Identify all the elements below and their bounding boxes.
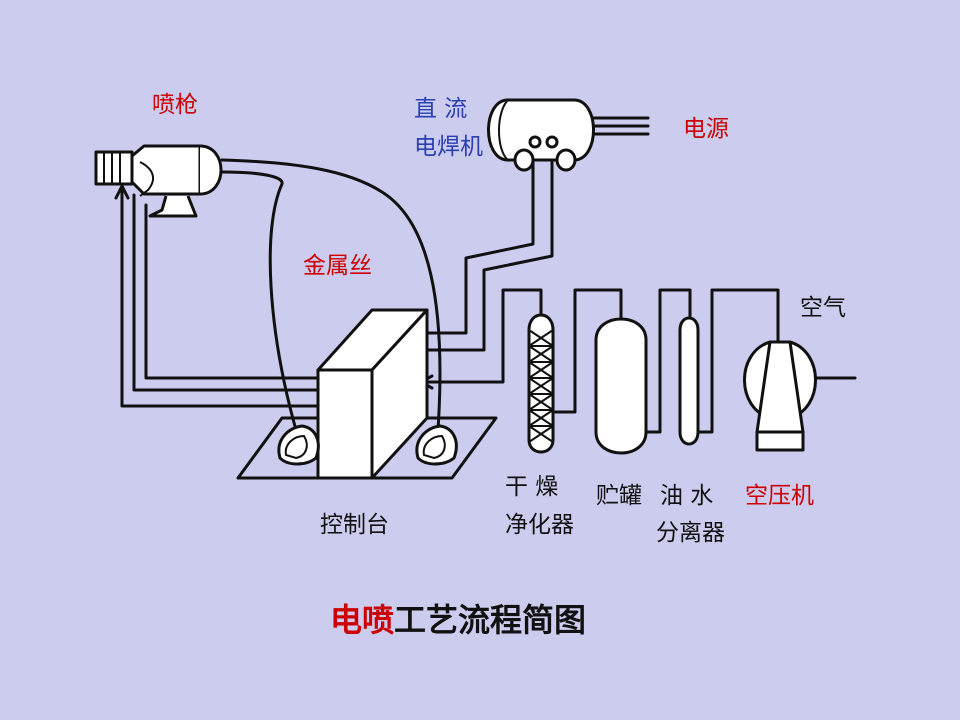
label-air: 空气 bbox=[800, 295, 846, 321]
diagram-title: 电喷工艺流程简图 bbox=[330, 604, 586, 636]
label-separator-line2: 分离器 bbox=[656, 520, 725, 546]
label-dryer-line2: 净化器 bbox=[505, 512, 574, 538]
label-power: 电源 bbox=[683, 116, 729, 142]
gun-line-inner bbox=[144, 203, 320, 380]
gun-line-outer bbox=[120, 188, 320, 408]
label-tank: 贮罐 bbox=[596, 483, 642, 509]
label-dryer-line1: 干 燥 bbox=[505, 474, 559, 500]
gun-line-arrow bbox=[114, 184, 130, 200]
wire-left bbox=[220, 170, 298, 432]
label-dc-welder-line2: 电焊机 bbox=[414, 134, 483, 160]
title-highlight: 电喷 bbox=[330, 601, 395, 639]
label-spray-gun: 喷枪 bbox=[152, 92, 198, 118]
air-compressor bbox=[743, 340, 817, 452]
pipe-separator-to-compressor bbox=[693, 288, 780, 434]
label-console: 控制台 bbox=[320, 512, 389, 538]
welder-cable-2 bbox=[423, 145, 554, 352]
pipe-tank-to-separator bbox=[644, 288, 692, 434]
console-front bbox=[316, 368, 374, 480]
dc-welder bbox=[487, 98, 595, 172]
oil-water-separator bbox=[678, 316, 700, 446]
label-compressor: 空压机 bbox=[745, 483, 814, 509]
welder-cable-1 bbox=[423, 145, 535, 335]
spray-gun bbox=[94, 144, 223, 218]
label-wire: 金属丝 bbox=[303, 253, 372, 279]
label-separator-line1: 油 水 bbox=[660, 483, 714, 509]
title-rest: 工艺流程简图 bbox=[394, 601, 587, 639]
wire-spool-left bbox=[277, 424, 320, 466]
wire-spool-right bbox=[415, 424, 458, 466]
dryer-purifier bbox=[527, 313, 555, 454]
pipe-air-to-console bbox=[423, 288, 543, 384]
wire-right bbox=[220, 158, 442, 432]
power-wires bbox=[583, 116, 650, 136]
label-dc-welder-line1: 直 流 bbox=[414, 96, 468, 122]
gun-line-mid bbox=[132, 193, 320, 392]
storage-tank bbox=[594, 317, 648, 455]
